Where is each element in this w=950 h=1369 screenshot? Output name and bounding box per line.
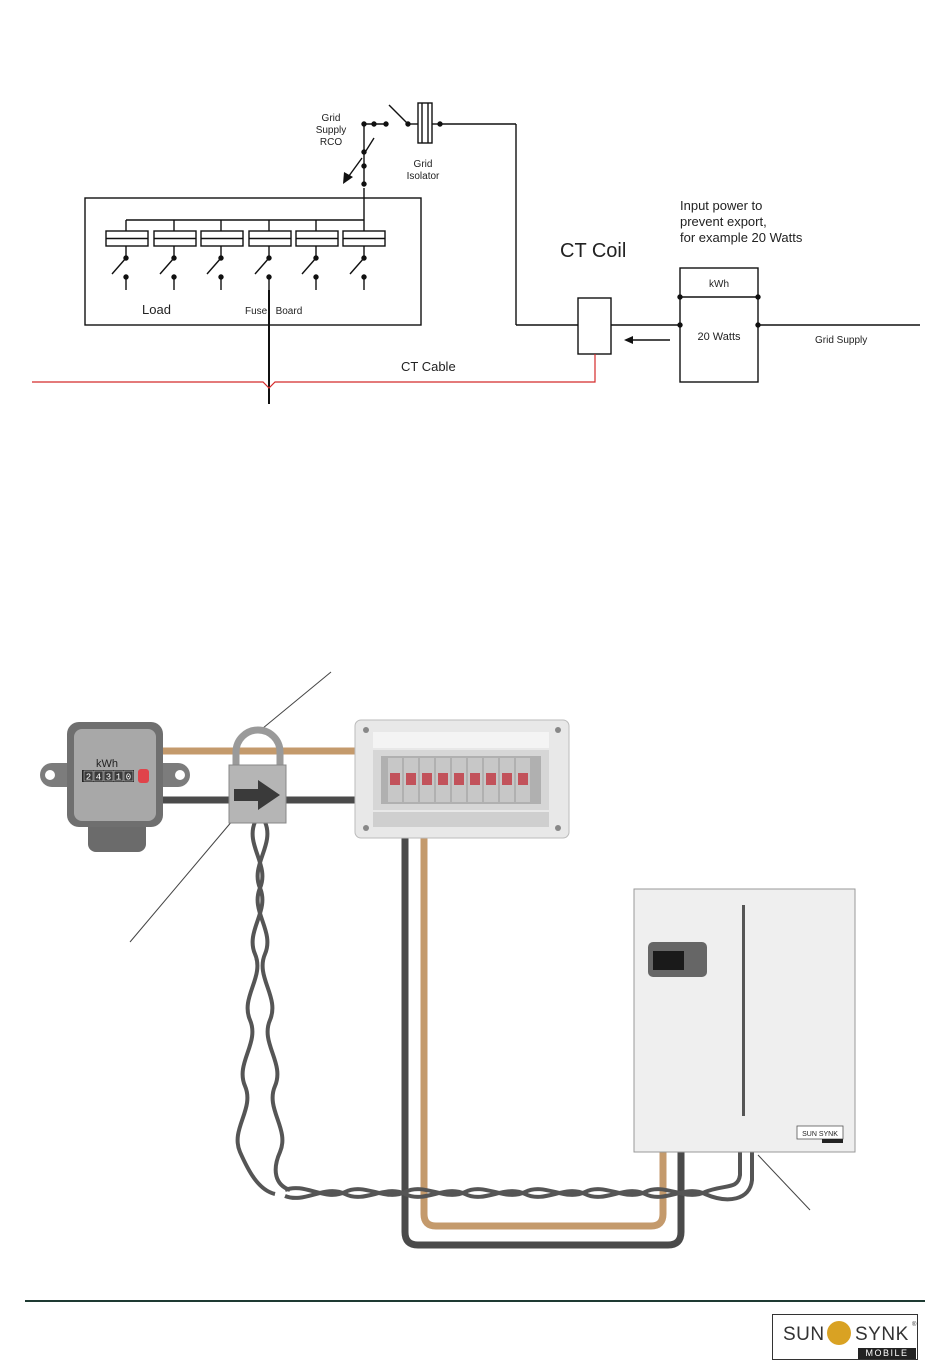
inverter-brand-label: SUN SYNK	[802, 1131, 838, 1138]
load-switches	[112, 246, 366, 290]
ct-cable	[32, 354, 595, 388]
ct-coil-label: CT Coil	[560, 240, 626, 262]
schematic	[32, 103, 920, 404]
meter-kwh-label: kWh	[96, 758, 118, 770]
grid-supply-label: Grid Supply	[815, 335, 867, 346]
ct-cable-label: CT Cable	[401, 359, 456, 374]
kwh-meter: kWh 2 4 3 1 0	[40, 722, 190, 852]
meter-digit: 3	[106, 773, 111, 783]
logo-left-text: SUN	[783, 1324, 825, 1346]
consumer-unit	[355, 720, 569, 838]
grid-supply-rco-label-1: Grid	[322, 113, 341, 124]
meter-digits: 2 4 3 1 0	[84, 771, 133, 783]
meter-digit: 4	[96, 773, 101, 783]
installation-illustration: kWh 2 4 3 1 0	[40, 672, 855, 1245]
meter-digit: 0	[126, 773, 131, 783]
meter-value-label: 20 Watts	[698, 331, 741, 343]
ct-clamp	[229, 730, 286, 823]
fuse-board-label: Fuse Board	[245, 306, 302, 317]
grid-isolator-label-2: Isolator	[407, 171, 440, 182]
grid-isolator	[389, 103, 516, 143]
ct-coil	[578, 298, 611, 354]
load-label: Load	[142, 302, 171, 317]
logo-mobile-tag: MOBILE	[858, 1348, 916, 1359]
grid-supply-rco-label-3: RCO	[320, 137, 342, 148]
grid-isolator-label-1: Grid	[414, 159, 433, 170]
grid-supply-rco-label-2: Supply	[316, 125, 347, 136]
meter-digit: 2	[86, 773, 91, 783]
input-power-note-2: prevent export,	[680, 214, 767, 229]
fuse-row	[106, 220, 385, 246]
input-power-note-3: for example 20 Watts	[680, 230, 803, 245]
live-wire	[424, 838, 663, 1226]
footer-rule	[25, 1300, 925, 1302]
meter-digit: 1	[116, 773, 121, 783]
sunsynk-logo: SUN SYNK ® MOBILE	[772, 1314, 918, 1360]
inverter: SUN SYNK	[634, 889, 855, 1152]
meter-unit-label: kWh	[709, 279, 729, 290]
logo-right-text: SYNK	[855, 1324, 909, 1346]
grid-supply-rco	[343, 122, 388, 186]
breakers	[388, 758, 530, 802]
logo-registered-mark: ®	[912, 1322, 916, 1328]
sun-logo-icon	[827, 1321, 851, 1345]
input-power-note-1: Input power to	[680, 198, 762, 213]
